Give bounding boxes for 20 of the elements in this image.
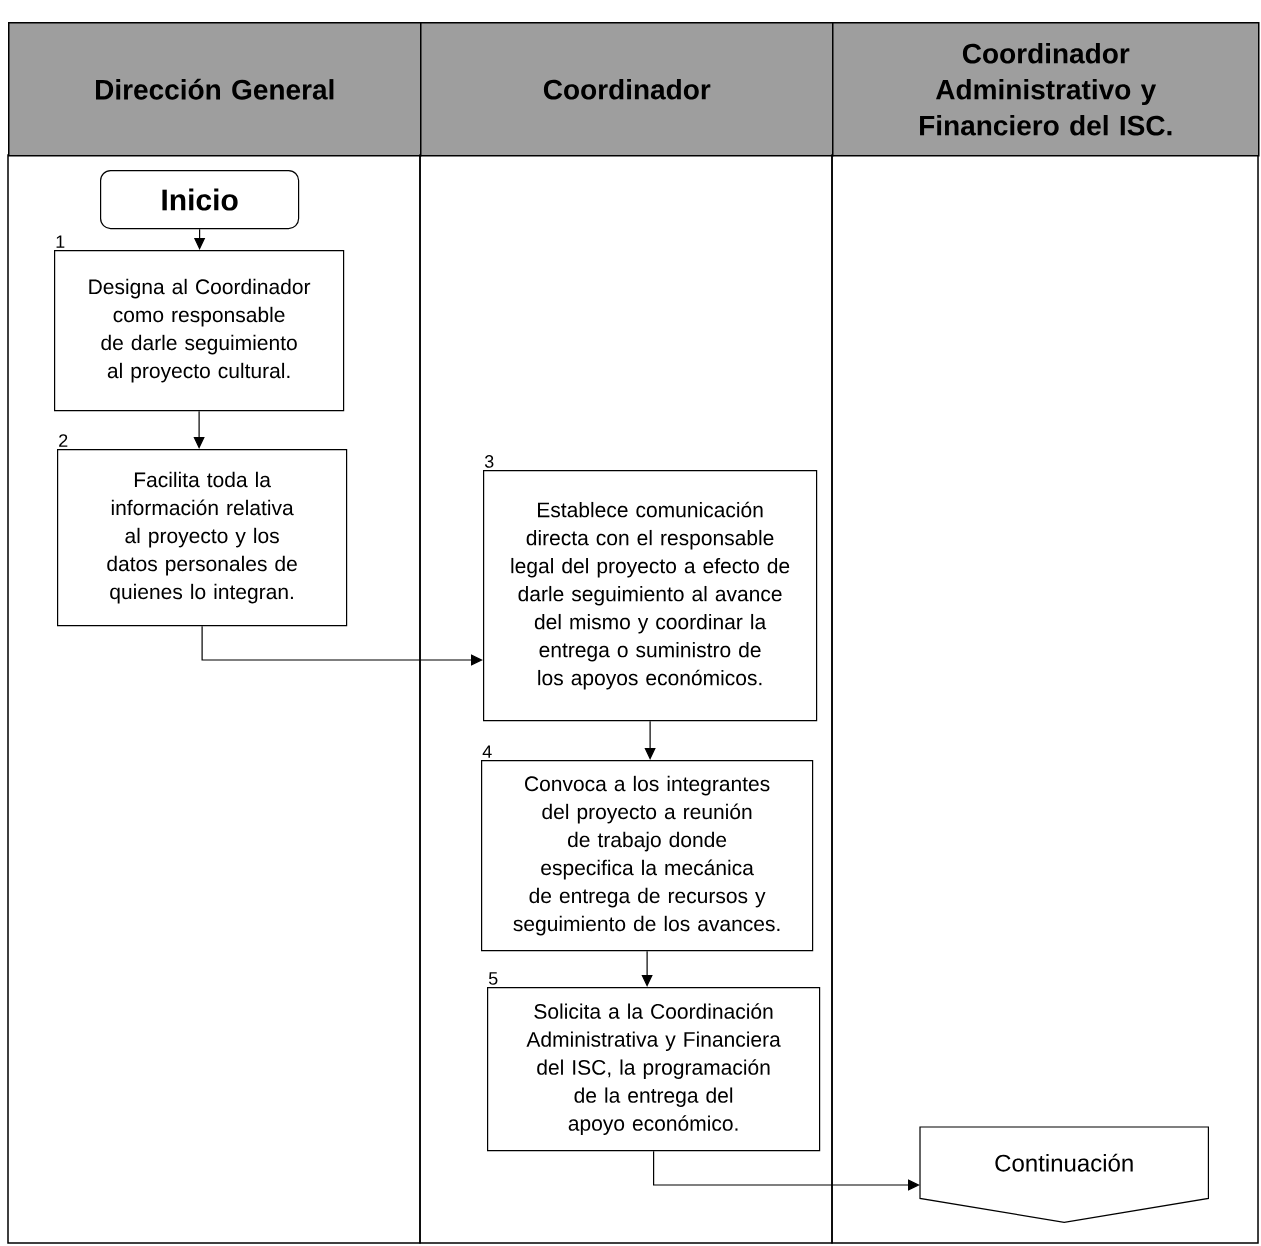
process-box: Facilita toda la información relativa al proyecto y los datos personales de quienes lo integran. [57,449,348,627]
arrow [641,950,653,987]
process-box: Establece comunicación directa con el responsable legal del proyecto a efecto de darle seguimiento al avance del mismo y coordinar la entrega o suministro de los apoyos económicos. [483,470,818,722]
step-number: 5 [488,972,498,985]
process-box: Convoca a los integrantes del proyecto a reunión de trabajo donde especifica la mecánica de entrega de recursos y seguimiento de los avances. [481,760,814,952]
arrow [193,410,205,449]
arrow [644,720,656,760]
process-box: Solicita a la Coordinación Administrativa y Financiera del ISC, la programación de la entrega del apoyo económico. [487,987,821,1152]
step-number: 4 [482,745,492,758]
step-number: 2 [59,434,68,447]
node-label: Coordinador [543,78,711,100]
step-number: 3 [484,455,494,468]
step-number: 1 [56,235,65,248]
node-label: Coordinador Administrativo y Financiero del ISC. [920,42,1172,136]
start-box: Inicio [100,170,300,230]
node-label: Dirección General [96,78,334,100]
off-page-connector: Continuación [919,1126,1209,1223]
arrow [653,1150,920,1191]
arrow [201,625,483,666]
process-box: Designa al Coordinador como responsable de darle seguimiento al proyecto cultural. [54,250,345,412]
